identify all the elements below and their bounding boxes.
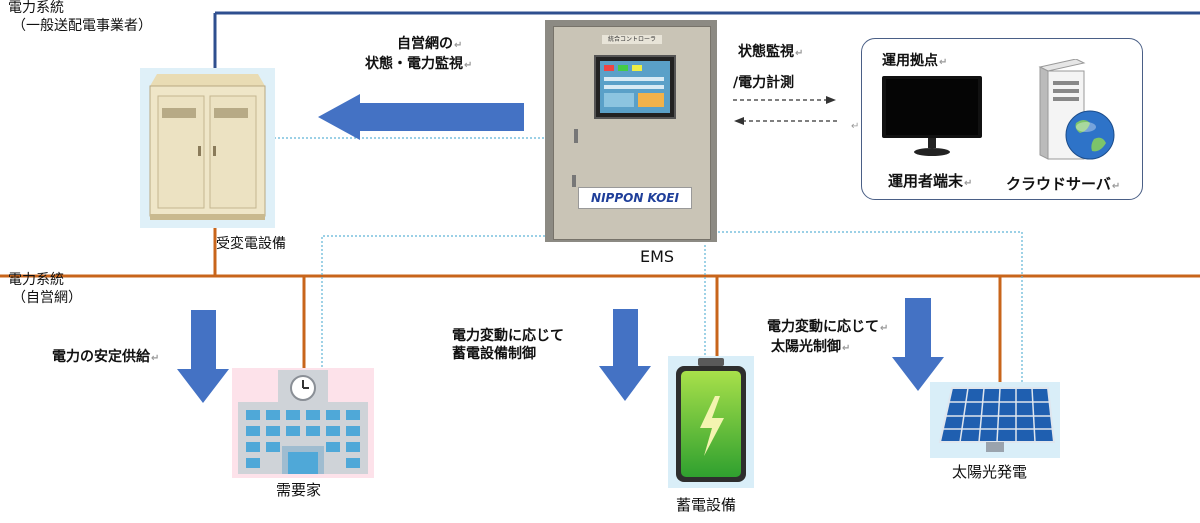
utility-grid-label: 電力系統 （一般送配電事業者） [8, 0, 152, 35]
ems-brand: NIPPON KOEI [591, 191, 679, 205]
signal-lines [262, 137, 1023, 382]
ems-label: EMS [640, 247, 675, 266]
operations-title-text: 運用拠点 [882, 53, 938, 69]
terminal-label: 運用者端末↵ [888, 172, 973, 190]
building-icon [238, 370, 368, 474]
private-grid-label-line1: 電力系統 [8, 272, 64, 288]
solar-image [930, 382, 1060, 458]
solar-arrow-label-line1: 電力変動に応じて [767, 319, 879, 335]
solar-label: 太陽光発電 [952, 463, 1028, 481]
ems-photo: 統合コントローラ NIPPON KOEI [545, 20, 717, 242]
substation-label: 受変電設備 [216, 236, 286, 252]
ems-panel-title: 統合コントローラ [602, 35, 662, 44]
terminal-label-text: 運用者端末 [888, 172, 964, 190]
solar-arrow-label-line2: 太陽光制御 [771, 339, 841, 355]
comm-arrows [733, 99, 838, 122]
cabinet-icon [149, 74, 266, 220]
comm-label-2: /電力計測 [733, 75, 795, 91]
operations-box: 運用拠点↵ 運用者端末↵ クラウドサーバ↵ [861, 38, 1143, 200]
demand-label: 需要家 [276, 481, 322, 499]
return-mark: ↵ [851, 121, 860, 132]
battery-icon [676, 358, 746, 482]
battery-image [668, 356, 754, 488]
cloud-label-text: クラウドサーバ [1006, 175, 1111, 193]
substation-image [140, 68, 275, 228]
ems-brand-plate: NIPPON KOEI [578, 187, 692, 209]
monitor-arrow [318, 94, 524, 140]
battery-arrow-label-line1: 電力変動に応じて [452, 328, 564, 344]
utility-grid-label-line2: （一般送配電事業者） [12, 18, 152, 34]
comm-label-line1: 状態監視 [738, 44, 794, 60]
operations-title: 運用拠点↵ [882, 53, 948, 69]
ems-touchscreen [594, 55, 676, 119]
monitor-icon [882, 76, 982, 156]
cloud-label: クラウドサーバ↵ [1006, 175, 1121, 193]
utility-grid-label-line1: 電力系統 [8, 0, 64, 16]
demand-image [232, 368, 374, 478]
cloud-server-icon [1038, 59, 1115, 160]
private-grid-label: 電力系統 （自営網） [8, 271, 82, 307]
monitor-arrow-label: 自営網の↵ 状態・電力監視↵ [365, 36, 473, 72]
solar-panel-icon [938, 387, 1056, 452]
demand-arrow-label-text: 電力の安定供給 [52, 349, 150, 365]
comm-label-1: 状態監視↵ [738, 44, 804, 60]
battery-arrow-label-line2: 蓄電設備制御 [452, 346, 536, 362]
monitor-label-line2: 状態・電力監視 [365, 56, 463, 72]
solar-down-arrow [892, 298, 944, 391]
demand-arrow-label: 電力の安定供給↵ [52, 349, 160, 365]
demand-down-arrow [177, 310, 229, 403]
private-grid-label-line2: （自営網） [12, 290, 82, 306]
battery-arrow-label: 電力変動に応じて 蓄電設備制御 [452, 327, 564, 363]
ems-cabinet: 統合コントローラ NIPPON KOEI [553, 26, 711, 240]
solar-arrow-label: 電力変動に応じて↵ 太陽光制御↵ [767, 319, 889, 355]
battery-down-arrow [599, 309, 651, 401]
battery-label: 蓄電設備 [676, 496, 737, 514]
monitor-label-line1: 自営網の [397, 36, 453, 52]
